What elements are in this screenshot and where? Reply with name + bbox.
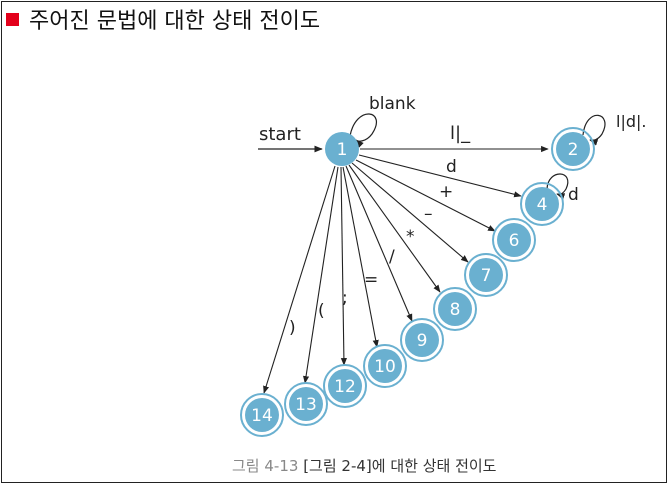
edge-1-4 [358, 154, 522, 198]
state-2: 2 [551, 127, 595, 171]
edge-label-to14: ) [289, 318, 296, 338]
state-7-label: 7 [481, 266, 492, 286]
state-1-label: 1 [337, 140, 348, 160]
state-2-label: 2 [568, 140, 579, 160]
edge-label-blank: blank [369, 94, 416, 114]
edge-label-to8: * [406, 227, 415, 247]
edge-1-7 [351, 162, 469, 263]
state-6: 6 [492, 218, 536, 262]
state-1: 1 [325, 132, 359, 166]
figure-caption: 그림 4-13 [그림 2-4]에 대한 상태 전이도 [232, 455, 496, 476]
edge-1-14 [263, 165, 336, 394]
edge-1-10 [342, 166, 379, 348]
state-12: 12 [323, 364, 367, 408]
edge-1-8 [348, 164, 441, 293]
state-14: 14 [240, 393, 284, 437]
state-13-label: 13 [295, 395, 317, 415]
start-label: start [259, 124, 301, 145]
state-9: 9 [400, 318, 444, 362]
edge-label-to7: – [424, 204, 433, 224]
state-10-label: 10 [374, 357, 396, 377]
red-square-bullet-icon [6, 12, 19, 26]
figure-caption-text: [그림 2-4]에 대한 상태 전이도 [303, 457, 497, 475]
figure-number: 그림 4-13 [232, 457, 299, 475]
page-title: 주어진 문법에 대한 상태 전이도 [6, 3, 320, 35]
self-loop-2 [582, 114, 606, 146]
edge-1-6 [355, 159, 496, 232]
edge-label-to13: ( [318, 301, 325, 321]
state-4-label: 4 [537, 195, 548, 215]
edge-label-to10: = [364, 270, 378, 290]
edge-label-to6: + [439, 182, 453, 202]
state-6-label: 6 [509, 231, 520, 251]
state-9-label: 9 [417, 331, 428, 351]
state-4: 4 [520, 182, 564, 226]
edge-label-to4: d [446, 157, 457, 177]
self-loop-1 [349, 113, 378, 148]
state-8: 8 [433, 287, 477, 331]
state-14-label: 14 [251, 406, 273, 426]
edge-1-13 [303, 166, 339, 384]
edge-label-self2: l|d|. [616, 112, 646, 131]
state-13: 13 [284, 382, 328, 426]
edge-label-self4: d [568, 185, 579, 205]
edge-1-12 [340, 166, 347, 366]
state-7: 7 [464, 253, 508, 297]
edge-label-to12: ; [342, 288, 348, 308]
edge-label-to9: / [389, 247, 395, 267]
title-text: 주어진 문법에 대한 상태 전이도 [29, 9, 321, 34]
state-10: 10 [363, 344, 407, 388]
edge-1-9 [345, 165, 413, 322]
edge-label-to2: l|_ [450, 123, 471, 144]
state-8-label: 8 [450, 300, 461, 320]
state-12-label: 12 [334, 377, 356, 397]
